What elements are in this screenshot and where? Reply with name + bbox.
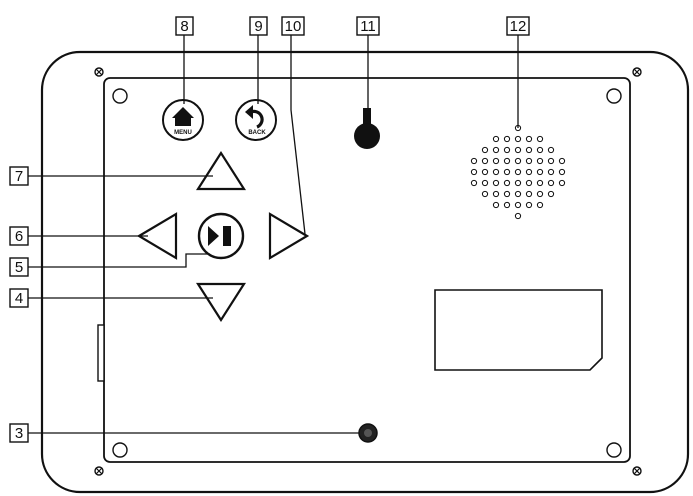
callout-leaders — [28, 35, 519, 434]
speaker-hole — [547, 190, 555, 198]
speaker-hole — [503, 190, 511, 198]
callout-5: 5 — [9, 257, 29, 277]
speaker-hole — [558, 168, 566, 176]
speaker-hole — [558, 157, 566, 165]
speaker-hole — [525, 157, 533, 165]
speaker-hole — [547, 179, 555, 187]
speaker-hole — [514, 168, 522, 176]
speaker-hole — [514, 190, 522, 198]
speaker-hole — [514, 157, 522, 165]
back-arrow-icon — [245, 105, 264, 129]
screw-top-left — [94, 67, 104, 77]
speaker-hole — [547, 168, 555, 176]
speaker-hole — [492, 168, 500, 176]
screw-bottom-left — [94, 466, 104, 476]
speaker-hole — [536, 157, 544, 165]
callout-11: 11 — [356, 16, 380, 36]
speaker-hole — [503, 135, 511, 143]
side-slot — [97, 324, 105, 382]
up-arrow-button[interactable] — [195, 150, 247, 191]
speaker-hole — [492, 135, 500, 143]
svg-text:5: 5 — [15, 259, 23, 276]
speaker-hole — [514, 212, 522, 220]
speaker-hole — [514, 135, 522, 143]
speaker-hole — [536, 179, 544, 187]
callout-3: 3 — [9, 423, 29, 443]
speaker-hole — [481, 146, 489, 154]
speaker-hole — [481, 168, 489, 176]
speaker-hole — [536, 146, 544, 154]
speaker-hole — [492, 157, 500, 165]
play-pause-button[interactable] — [197, 212, 245, 260]
speaker-hole — [536, 135, 544, 143]
speaker-hole — [503, 157, 511, 165]
svg-text:3: 3 — [15, 425, 23, 442]
speaker-hole — [558, 179, 566, 187]
speaker-hole — [470, 179, 478, 187]
speaker-hole — [503, 168, 511, 176]
svg-text:9: 9 — [254, 18, 262, 35]
callout-8: 8 — [175, 16, 194, 36]
speaker-hole — [514, 201, 522, 209]
callout-4: 4 — [9, 288, 29, 308]
speaker-hole — [470, 168, 478, 176]
speaker-hole — [547, 146, 555, 154]
speaker-hole — [514, 146, 522, 154]
speaker-hole — [492, 179, 500, 187]
mount-hole-top-right — [606, 88, 622, 104]
speaker-hole — [536, 168, 544, 176]
screw-bottom-right — [632, 466, 642, 476]
speaker-hole — [547, 157, 555, 165]
speaker-hole — [481, 157, 489, 165]
label-area — [434, 289, 603, 371]
svg-text:4: 4 — [15, 290, 23, 307]
svg-text:7: 7 — [15, 168, 23, 185]
svg-text:12: 12 — [510, 18, 527, 35]
speaker-hole — [525, 146, 533, 154]
callout-6: 6 — [9, 226, 29, 246]
svg-text:8: 8 — [180, 18, 188, 35]
callout-10: 10 — [281, 16, 305, 36]
speaker-grille — [470, 124, 566, 220]
callout-12: 12 — [506, 16, 530, 36]
mount-hole-top-left — [112, 88, 128, 104]
svg-text:6: 6 — [15, 228, 23, 245]
left-arrow-button[interactable] — [136, 212, 178, 260]
speaker-hole — [525, 135, 533, 143]
callout-9: 9 — [249, 16, 268, 36]
speaker-hole — [481, 190, 489, 198]
speaker-hole — [525, 168, 533, 176]
right-arrow-button[interactable] — [268, 212, 310, 260]
reset-hole[interactable] — [358, 423, 378, 443]
speaker-hole — [503, 146, 511, 154]
back-button-label: BACK — [248, 130, 266, 136]
speaker-hole — [525, 201, 533, 209]
screw-top-right — [632, 67, 642, 77]
speaker-hole — [481, 179, 489, 187]
speaker-hole — [525, 179, 533, 187]
speaker-hole — [470, 157, 478, 165]
down-arrow-button[interactable] — [195, 282, 247, 323]
callout-7: 7 — [9, 166, 29, 186]
keyhole-mount-icon — [354, 108, 380, 149]
speaker-hole — [492, 201, 500, 209]
speaker-hole — [536, 201, 544, 209]
mount-hole-bottom-left — [112, 442, 128, 458]
speaker-hole — [503, 179, 511, 187]
menu-button[interactable]: MENU — [162, 99, 204, 141]
play-pause-icon — [208, 226, 231, 246]
speaker-hole — [525, 190, 533, 198]
svg-text:10: 10 — [285, 18, 302, 35]
speaker-hole — [492, 190, 500, 198]
mount-hole-bottom-right — [606, 442, 622, 458]
speaker-hole — [514, 179, 522, 187]
home-icon — [172, 107, 194, 126]
speaker-hole — [503, 201, 511, 209]
speaker-hole — [536, 190, 544, 198]
menu-button-label: MENU — [174, 130, 192, 136]
svg-text:11: 11 — [360, 18, 376, 35]
speaker-hole — [492, 146, 500, 154]
back-button[interactable]: BACK — [235, 99, 277, 141]
